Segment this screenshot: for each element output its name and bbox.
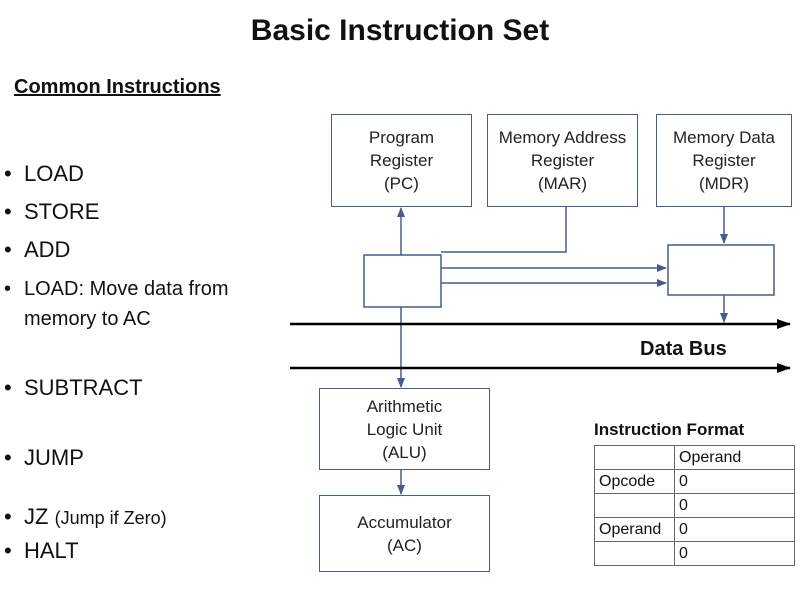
instruction-list: • LOAD • STORE • ADD • LOAD: Move data from m… [0, 0, 290, 600]
table-cell [594, 445, 675, 470]
list-item: • HALT [4, 537, 79, 565]
instruction-jump: JUMP [24, 445, 84, 470]
table-cell: 0 [674, 469, 795, 494]
page-title: Basic Instruction Set [250, 14, 550, 47]
table-cell [594, 541, 675, 566]
wire-mar [441, 207, 567, 253]
bullet-icon: • [4, 199, 12, 224]
pc-label-2: Register [369, 151, 434, 170]
list-item: • JZ (Jump if Zero) [4, 503, 167, 532]
bullet-icon: • [4, 538, 12, 563]
ac-box: Accumulator (AC) [319, 495, 490, 572]
buffer-box [667, 244, 775, 296]
mdr-label-1: Memory Data [672, 128, 776, 147]
control-unit-box [363, 254, 442, 308]
table-cell: 0 [674, 541, 795, 566]
table-cell: Operand [674, 445, 795, 470]
bullet-icon: • [4, 237, 12, 262]
table-cell: 0 [674, 517, 795, 542]
bullet-icon: • [4, 278, 12, 300]
pc-label-3: (PC) [384, 174, 419, 193]
list-item: • SUBTRACT [4, 374, 143, 402]
table-row: Opcode 0 [594, 469, 795, 494]
section-heading: Common Instructions [14, 76, 221, 98]
instruction-load-desc: LOAD: Move data from [24, 278, 229, 300]
bullet-icon: • [4, 445, 12, 470]
list-item: • ADD [4, 236, 70, 264]
ac-label-2: (AC) [387, 535, 422, 555]
alu-label-1: Arithmetic [366, 396, 443, 416]
ac-label-1: Accumulator [357, 512, 452, 532]
mdr-label-2: Register [692, 151, 756, 170]
instruction-format-title: Instruction Format [594, 420, 745, 439]
instruction-subtract: SUBTRACT [24, 375, 143, 400]
mdr-label-3: (MDR) [698, 174, 750, 193]
mar-label-1: Memory Address [498, 128, 627, 147]
table-cell: Opcode [594, 469, 675, 494]
instruction-load: LOAD [24, 161, 84, 186]
instruction-jz-note: (Jump if Zero) [54, 508, 167, 528]
bullet-icon: • [4, 161, 12, 186]
alu-label-2: Logic Unit [366, 419, 443, 439]
table-row: 0 [594, 541, 795, 566]
table-row: Operand [594, 445, 795, 470]
instruction-store: STORE [24, 199, 100, 224]
list-item: • LOAD: Move data from memory to AC [4, 274, 229, 334]
pc-box: Program Register (PC) [331, 114, 472, 207]
instruction-jz: JZ [24, 504, 49, 529]
table-cell: Operand [594, 517, 675, 542]
alu-box: Arithmetic Logic Unit (ALU) [319, 388, 490, 470]
table-cell [594, 493, 675, 518]
instruction-halt: HALT [24, 538, 79, 563]
mar-box: Memory Address Register (MAR) [487, 114, 638, 207]
list-item: • LOAD [4, 160, 84, 188]
list-item: • JUMP [4, 444, 84, 472]
table-row: Operand 0 [594, 517, 795, 542]
alu-label-3: (ALU) [382, 442, 427, 462]
list-item: • STORE [4, 198, 99, 226]
instruction-add: ADD [24, 237, 71, 262]
pc-label-1: Program [368, 128, 435, 147]
table-cell: 0 [674, 493, 795, 518]
mar-label-2: Register [530, 151, 595, 170]
bullet-icon: • [4, 504, 12, 529]
mar-label-3: (MAR) [537, 174, 588, 193]
bullet-icon: • [4, 375, 12, 400]
instruction-format-table: Operand Opcode 0 0 Operand 0 0 [594, 445, 795, 566]
mdr-box: Memory Data Register (MDR) [656, 114, 792, 207]
table-row: 0 [594, 493, 795, 518]
data-bus-label: Data Bus [640, 338, 727, 360]
instruction-load-desc-cont: memory to AC [24, 308, 151, 330]
